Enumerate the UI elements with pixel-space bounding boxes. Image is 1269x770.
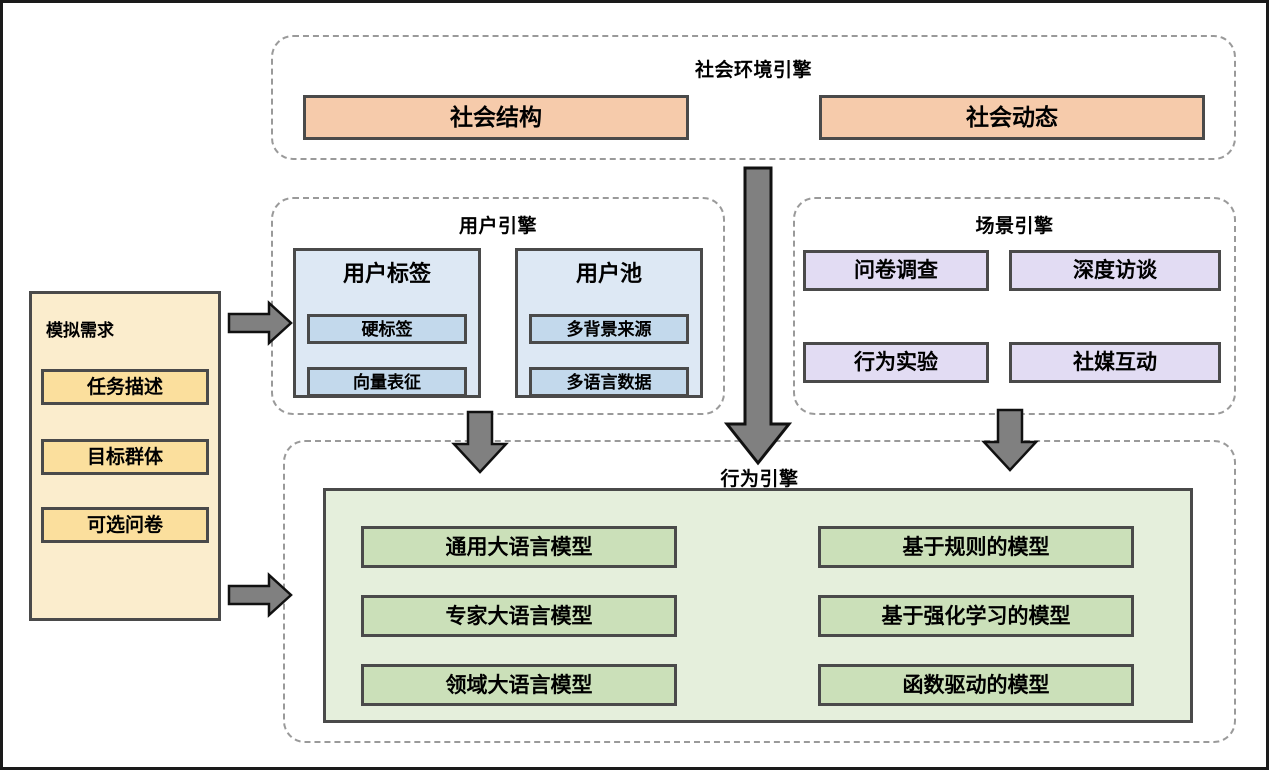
social-environment-engine-title: 社会环境引擎	[694, 60, 812, 81]
rule-based-model-card[interactable]: 基于规则的模型	[818, 526, 1134, 568]
social-env-to-behavior-arrow	[721, 166, 795, 466]
social-media-interaction-label: 社媒互动	[1073, 351, 1157, 374]
task-description-label: 任务描述	[86, 376, 163, 398]
user-tags-title: 用户标签	[342, 261, 431, 286]
domain-llm-card[interactable]: 领域大语言模型	[361, 664, 677, 706]
social-media-interaction-card[interactable]: 社媒互动	[1009, 342, 1221, 383]
domain-llm-label: 领域大语言模型	[445, 673, 593, 697]
user-pool-title: 用户池	[575, 261, 642, 286]
general-llm-label: 通用大语言模型	[445, 535, 593, 559]
rule-based-model-label: 基于规则的模型	[902, 535, 1050, 559]
vector-representation-label: 向量表征	[353, 372, 421, 392]
user-engine-title: 用户引擎	[458, 216, 537, 237]
expert-llm-label: 专家大语言模型	[445, 604, 593, 628]
target-group-card[interactable]: 目标群体	[41, 439, 209, 475]
in-depth-interview-label: 深度访谈	[1073, 259, 1157, 282]
multilingual-data-card[interactable]: 多语言数据	[529, 367, 689, 397]
multi-background-source-label: 多背景来源	[566, 319, 652, 339]
general-llm-card[interactable]: 通用大语言模型	[361, 526, 677, 568]
scene-engine-title: 场景引擎	[975, 216, 1054, 237]
hard-tag-label: 硬标签	[361, 319, 413, 339]
in-depth-interview-card[interactable]: 深度访谈	[1009, 250, 1221, 291]
behavior-engine-title: 行为引擎	[720, 469, 799, 490]
function-driven-model-card[interactable]: 函数驱动的模型	[818, 664, 1134, 706]
sim-to-user-arrow	[227, 300, 293, 346]
expert-llm-card[interactable]: 专家大语言模型	[361, 595, 677, 637]
vector-representation-card[interactable]: 向量表征	[307, 367, 467, 397]
social-environment-engine-group: 社会环境引擎	[271, 35, 1236, 160]
behavioral-experiment-card[interactable]: 行为实验	[803, 342, 989, 383]
questionnaire-survey-card[interactable]: 问卷调查	[803, 250, 989, 291]
hard-tag-card[interactable]: 硬标签	[307, 314, 467, 344]
sim-to-behavior-arrow	[227, 572, 293, 618]
social-structure-card[interactable]: 社会结构	[303, 95, 689, 140]
reinforcement-learning-model-label: 基于强化学习的模型	[881, 604, 1071, 628]
social-dynamics-card[interactable]: 社会动态	[819, 95, 1205, 140]
optional-questionnaire-card[interactable]: 可选问卷	[41, 507, 209, 543]
scene-to-behavior-arrow	[981, 408, 1039, 472]
multi-background-source-card[interactable]: 多背景来源	[529, 314, 689, 344]
reinforcement-learning-model-card[interactable]: 基于强化学习的模型	[818, 595, 1134, 637]
multilingual-data-label: 多语言数据	[566, 372, 652, 392]
function-driven-model-label: 函数驱动的模型	[902, 673, 1050, 697]
target-group-label: 目标群体	[86, 446, 163, 468]
simulation-demand-title: 模拟需求	[46, 321, 114, 340]
social-structure-label: 社会结构	[450, 104, 542, 130]
user-to-behavior-arrow	[451, 410, 509, 474]
questionnaire-survey-label: 问卷调查	[854, 259, 938, 282]
behavioral-experiment-label: 行为实验	[854, 351, 938, 374]
social-dynamics-label: 社会动态	[966, 104, 1058, 130]
task-description-card[interactable]: 任务描述	[41, 369, 209, 405]
optional-questionnaire-label: 可选问卷	[86, 514, 163, 536]
